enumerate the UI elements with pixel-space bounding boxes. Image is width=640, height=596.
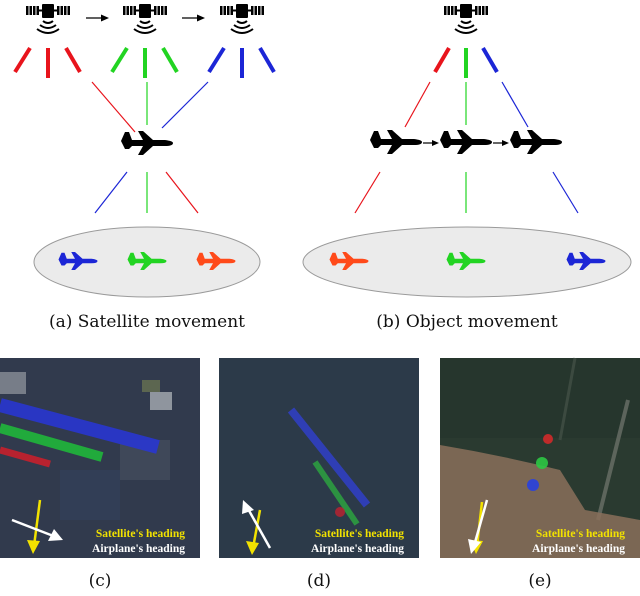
- heading-arrow-icon: [246, 509, 262, 555]
- arrow-right-icon: [86, 14, 109, 22]
- streak-blue: [527, 479, 539, 491]
- satellite-heading-label: Satellite's heading: [536, 528, 625, 540]
- heading-arrow-icon: [27, 499, 42, 554]
- rays: [91, 81, 209, 214]
- arrow-right-icon: [423, 140, 439, 146]
- satellite-icon: [25, 3, 71, 34]
- caption-c: (c): [89, 571, 112, 591]
- signal-beams: [13, 46, 276, 78]
- airplane-icon: [440, 130, 492, 154]
- streak-green: [0, 423, 104, 462]
- streak-blue: [287, 407, 371, 508]
- panel-satellite-movement: (a) Satellite movement: [13, 3, 276, 332]
- caption-d: (d): [307, 571, 331, 591]
- heading-arrow-icon: [468, 499, 489, 554]
- photo-e: Satellite's heading Airplane's heading: [440, 357, 640, 558]
- streak-red: [335, 507, 345, 517]
- signal-beams: [433, 46, 499, 78]
- caption-b: (b) Object movement: [376, 312, 558, 332]
- streak-red: [543, 434, 553, 444]
- caption-e: (e): [528, 571, 551, 591]
- streak-green: [312, 460, 360, 526]
- satellite-icon: [122, 3, 168, 34]
- airplane-icon: [370, 130, 422, 154]
- satellite-heading-label: Satellite's heading: [96, 528, 185, 540]
- arrow-right-icon: [493, 140, 509, 146]
- airplane-icon: [510, 130, 562, 154]
- airplane-icon: [121, 131, 173, 155]
- streak-red: [0, 446, 51, 468]
- airplane-heading-label: Airplane's heading: [92, 543, 185, 555]
- rays: [354, 81, 579, 214]
- airplane-heading-label: Airplane's heading: [311, 543, 404, 555]
- panel-object-movement: (b) Object movement: [302, 3, 632, 332]
- photo-c: Satellite's heading Airplane's heading: [0, 358, 200, 558]
- streak-blue: [0, 398, 160, 454]
- heading-arrow-icon: [11, 518, 63, 541]
- satellite-heading-label: Satellite's heading: [315, 528, 404, 540]
- arrow-right-icon: [182, 14, 205, 22]
- airplane-heading-label: Airplane's heading: [532, 543, 625, 555]
- satellite-icon: [219, 3, 265, 34]
- caption-a: (a) Satellite movement: [49, 312, 245, 332]
- heading-arrow-icon: [242, 500, 272, 549]
- streak-green: [536, 457, 548, 469]
- photo-d: Satellite's heading Airplane's heading: [219, 358, 419, 558]
- satellite-icon: [443, 3, 489, 34]
